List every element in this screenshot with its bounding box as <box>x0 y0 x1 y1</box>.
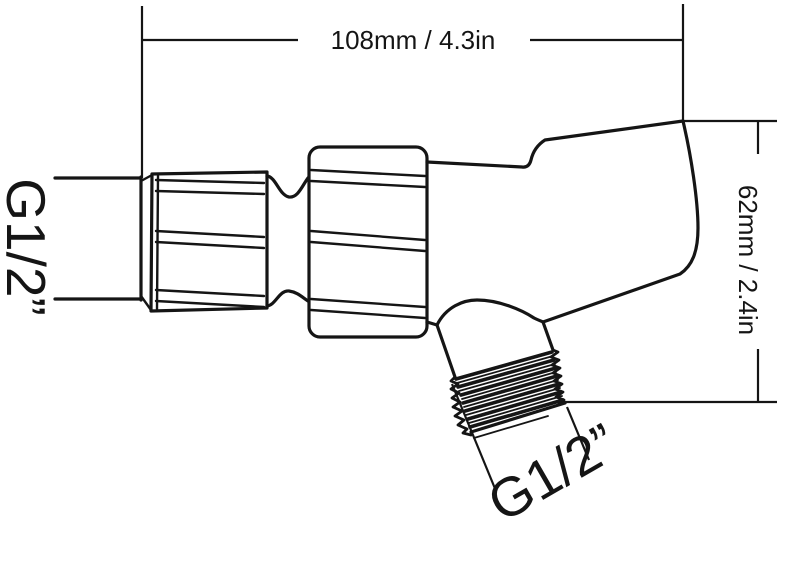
neck-section <box>265 174 310 308</box>
swivel-nut-band-2 <box>309 229 427 253</box>
outlet-dome <box>435 298 545 327</box>
inlet-hex-section <box>149 170 269 313</box>
outlet-end-face <box>469 401 567 434</box>
outlet-thread-section <box>435 320 567 439</box>
valve-body <box>425 119 700 327</box>
neck-bottom-curve <box>265 289 310 308</box>
height-dimension: 62mm / 2.4in <box>563 119 777 404</box>
swivel-nut-band-3 <box>309 297 427 320</box>
inlet-pipe-chamfer-top <box>139 173 154 183</box>
width-dimension: 108mm / 4.3in <box>140 4 685 178</box>
neck-top-curve <box>265 174 310 199</box>
outlet-end-chamfer <box>473 415 549 439</box>
body-bottom-connector <box>425 320 439 327</box>
outlet-thread-crest-left <box>449 375 473 437</box>
outlet-leader-right <box>565 406 591 461</box>
swivel-nut-band-1 <box>309 168 427 189</box>
width-dimension-label: 108mm / 4.3in <box>331 25 496 55</box>
inlet-pipe <box>53 173 154 312</box>
inlet-hex-band-1 <box>154 178 266 196</box>
inlet-hex-band-3 <box>154 288 266 309</box>
outlet-label-leaders <box>450 383 591 492</box>
outlet-thread-crest-right <box>549 348 566 406</box>
outlet-leader-left <box>450 383 498 492</box>
inlet-hex-outline <box>149 170 269 313</box>
body-top-edge <box>425 119 685 169</box>
inlet-hex-band-2 <box>154 229 266 250</box>
inlet-pipe-chamfer-bottom <box>139 294 153 312</box>
inlet-thread-label: G1/2” <box>0 178 57 316</box>
outlet-left-side <box>435 323 457 379</box>
outlet-right-side <box>541 320 555 352</box>
height-dimension-label: 62mm / 2.4in <box>733 185 763 335</box>
body-right-and-bottom-edge <box>541 119 700 324</box>
swivel-nut <box>307 145 429 339</box>
outlet-thread-ridges <box>454 350 565 429</box>
swivel-nut-outline <box>307 145 429 339</box>
